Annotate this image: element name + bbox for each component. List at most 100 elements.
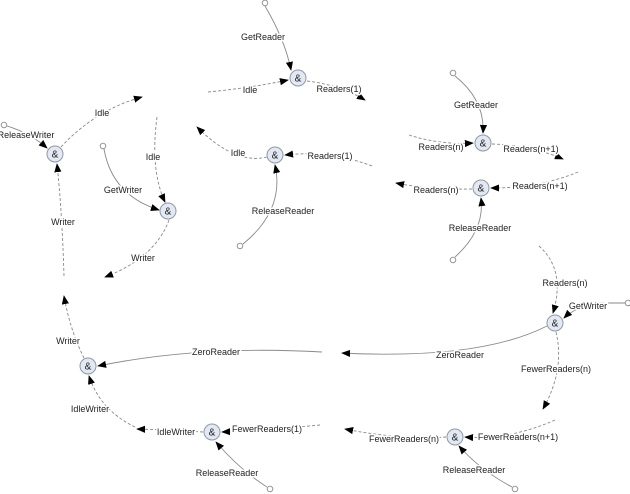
join-node-circle [203, 423, 221, 441]
edge-label: GetReader [454, 100, 498, 110]
edge-label: ZeroReader [436, 350, 484, 360]
edge-getwriter: GetWriter [563, 299, 630, 319]
channel-port-icon [266, 485, 274, 493]
join-node-circle [79, 357, 97, 375]
edge-label: FewerReaders(n+1) [478, 432, 558, 442]
edge-line [454, 75, 488, 134]
edge-label: Idle [231, 148, 246, 158]
edge-fewerreaders-n-1: FewerReaders(n+1) [464, 419, 560, 444]
join-node: & [446, 428, 464, 446]
edge-line [264, 5, 293, 71]
join-node: & [266, 146, 284, 164]
edge-label: FewerReaders(n) [521, 364, 591, 374]
edge-releasereader: ReleaseReader [447, 197, 513, 264]
edge-getreader: GetReader [239, 0, 293, 71]
join-node: & [79, 357, 97, 375]
join-node: & [46, 145, 64, 163]
channel-port-icon [261, 0, 269, 7]
edge-label: IdleWriter [71, 404, 109, 414]
edge-label: ReleaseReader [252, 206, 315, 216]
edge-fewerreaders-n: FewerReaders(n) [519, 331, 593, 410]
channel-port-icon [0, 121, 8, 129]
edge-getwriter: GetWriter [99, 142, 160, 211]
edge-label: GetWriter [104, 185, 142, 195]
edge-label: FewerReaders(1) [232, 424, 302, 434]
edge-releasereader: ReleaseReader [441, 445, 519, 493]
join-node-circle [472, 179, 490, 197]
edge-line [6, 125, 48, 149]
edge-line [464, 419, 556, 442]
edge-releasereader: ReleaseReader [194, 441, 274, 493]
edge-label: ZeroReader [192, 347, 240, 357]
edge-line [61, 295, 85, 359]
edge-writer: Writer [55, 295, 85, 359]
edge-zeroreader: ZeroReader [97, 346, 323, 368]
edge-idle: Idle [196, 126, 268, 160]
join-symbol: & [452, 433, 459, 444]
edge-label: Readers(n) [413, 185, 458, 195]
edge-line [242, 164, 281, 245]
channel-port-icon [99, 142, 107, 150]
edge-releasewriter: ReleaseWriter [0, 121, 56, 149]
edge-line [60, 95, 143, 148]
join-symbol: & [552, 319, 559, 330]
join-node: & [474, 134, 492, 152]
edge-line [103, 148, 160, 211]
channel-port-icon [236, 242, 244, 250]
edge-line [154, 116, 166, 203]
channel-port-icon [449, 69, 457, 77]
edge-label: Readers(n) [418, 142, 463, 152]
edge-label: GetReader [241, 32, 285, 42]
join-node: & [546, 314, 564, 332]
join-symbol: & [272, 151, 279, 162]
join-symbol: & [209, 428, 216, 439]
join-node: & [289, 69, 307, 87]
edge-readers-n-1: Readers(n+1) [490, 171, 579, 193]
edge-line [207, 78, 289, 93]
edge-line [563, 302, 625, 319]
join-node-circle [546, 314, 564, 332]
edge-label: ReleaseReader [443, 465, 506, 475]
edge-label: Readers(n+1) [503, 144, 558, 154]
edge-line [104, 219, 170, 278]
edge-label: Writer [56, 336, 80, 346]
edge-line [196, 126, 268, 159]
edge-label: Idle [146, 152, 161, 162]
edge-label: Idle [243, 85, 258, 95]
join-node: & [159, 202, 177, 220]
edge-releasereader: ReleaseReader [236, 164, 316, 250]
edge-label: IdleWriter [157, 427, 195, 437]
join-symbol: & [165, 207, 172, 218]
join-symbol: & [52, 150, 59, 161]
edge-readers-1: Readers(1) [284, 150, 373, 167]
edge-label: Idle [95, 108, 110, 118]
edge-idlewriter: IdleWriter [136, 425, 204, 439]
edge-line [341, 325, 548, 358]
join-symbol: & [480, 139, 487, 150]
join-node-circle [289, 69, 307, 87]
edge-writer: Writer [50, 163, 76, 277]
edge-label: Readers(n) [542, 278, 587, 288]
edge-line [395, 181, 473, 190]
join-node: & [203, 423, 221, 441]
join-node-circle [474, 134, 492, 152]
join-node-circle [159, 202, 177, 220]
edge-line [97, 349, 323, 368]
edge-writer: Writer [104, 219, 170, 278]
channel-port-icon [624, 299, 630, 307]
join-node-circle [46, 145, 64, 163]
edge-readers-n-1: Readers(n+1) [491, 143, 564, 160]
edge-line [215, 441, 268, 488]
edge-fewerreaders-n: FewerReaders(n) [344, 427, 447, 446]
edge-line [458, 445, 513, 488]
edge-label: Readers(1) [307, 151, 352, 161]
edge-readers-n: Readers(n) [408, 134, 474, 154]
edge-label: Writer [131, 253, 155, 263]
edge-line [306, 80, 366, 101]
edge-label: Readers(1) [316, 84, 361, 94]
edge-line [408, 134, 474, 148]
edge-line [136, 425, 204, 433]
edge-idle: Idle [207, 78, 289, 97]
